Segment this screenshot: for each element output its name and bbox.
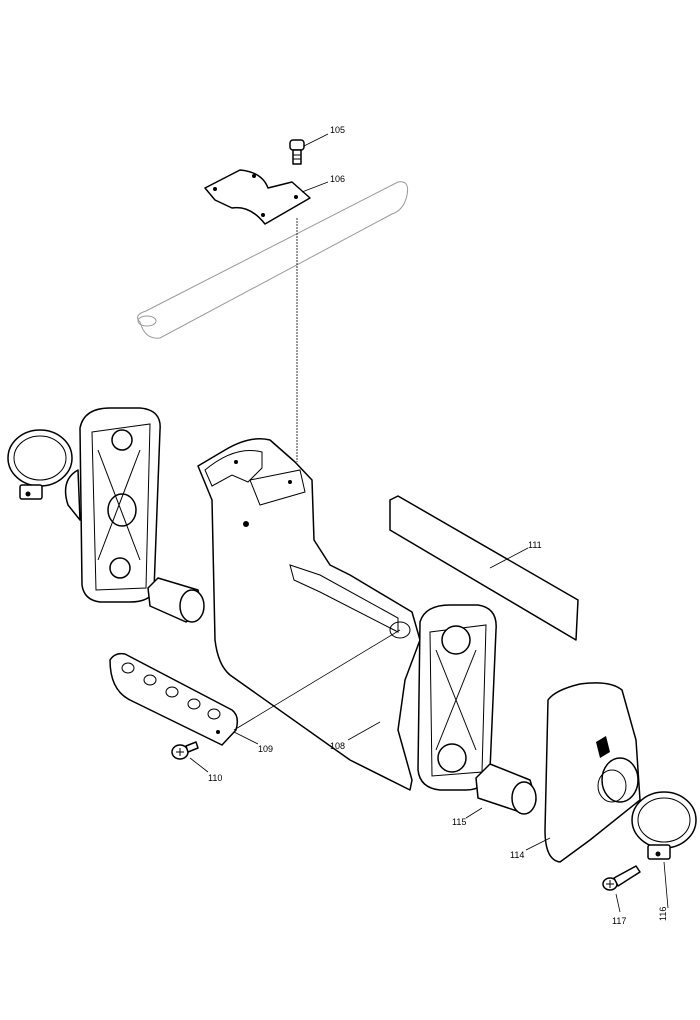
part-111-label	[389, 495, 579, 641]
part-106-clamp	[204, 169, 311, 225]
callout-114: 114	[510, 850, 524, 860]
callout-117: 117	[612, 916, 626, 926]
leader-111	[489, 547, 529, 569]
right-end-cap	[417, 604, 497, 791]
part-117-screw	[602, 865, 641, 891]
part-115-grommet	[475, 763, 537, 815]
part-114-grip-cover	[544, 682, 641, 863]
leader-114	[525, 837, 551, 851]
leader-108	[347, 721, 381, 741]
left-grommet	[147, 577, 205, 623]
leader-116	[663, 861, 669, 909]
leader-115	[465, 807, 483, 819]
callout-110: 110	[208, 773, 222, 783]
callout-108: 108	[330, 741, 345, 751]
left-band-clamp	[7, 429, 73, 500]
leader-109b	[233, 629, 401, 731]
leader-105	[303, 133, 329, 147]
callout-106: 106	[330, 174, 345, 184]
shaft-tube-outline	[137, 181, 409, 339]
part-110-screw	[171, 741, 199, 760]
part-116-band-clamp	[631, 791, 697, 860]
callout-109: 109	[258, 744, 273, 754]
leader-110	[189, 757, 209, 773]
part-105-screw	[289, 139, 305, 165]
leader-109	[233, 731, 259, 745]
callout-116: 116	[658, 907, 668, 921]
callout-105: 105	[330, 125, 345, 135]
left-end-cap	[64, 407, 161, 603]
callout-115: 115	[452, 817, 466, 827]
leader-117	[615, 893, 621, 913]
callout-111: 111	[528, 540, 542, 550]
part-108-handle-housing	[197, 438, 421, 791]
leader-106	[301, 181, 329, 193]
part-109-plate	[109, 652, 239, 746]
